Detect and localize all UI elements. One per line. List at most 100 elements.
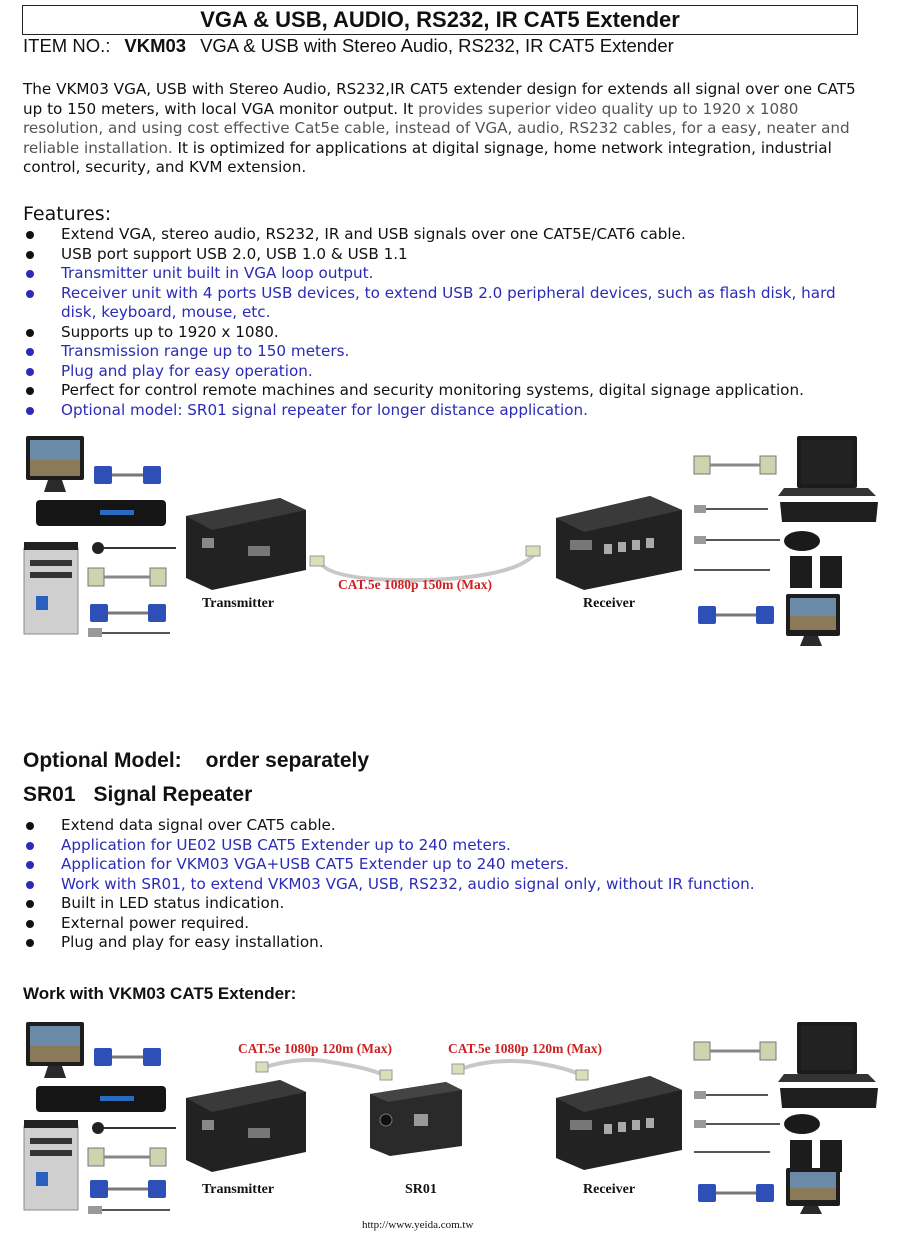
vga-cable-icon <box>698 606 774 624</box>
bullet-icon <box>26 841 34 850</box>
feature-item: Extend VGA, stereo audio, RS232, IR and … <box>23 225 873 245</box>
speakers-icon <box>790 1140 842 1172</box>
cable-length-label: CAT.5e 1080p 150m (Max) <box>338 577 492 592</box>
connection-diagram-2 <box>23 1022 878 1214</box>
sr01-repeater-icon <box>370 1082 462 1156</box>
repeater-feature-item: Application for VKM03 VGA+USB CAT5 Exten… <box>23 855 873 875</box>
intro-part-2: provides superior video quality up to 19… <box>23 99 850 157</box>
bullet-icon <box>26 250 34 259</box>
vga-cable-icon <box>90 1180 166 1198</box>
usb-cable-icon <box>694 505 768 513</box>
bullet-icon <box>26 387 34 395</box>
bullet-icon <box>26 880 34 889</box>
mouse-icon <box>784 531 820 551</box>
mouse-icon <box>784 1114 820 1134</box>
repeater-feature-item: Application for UE02 USB CAT5 Extender u… <box>23 836 873 856</box>
bullet-icon <box>26 900 34 908</box>
keyboard-icon <box>780 502 878 522</box>
repeater-feature-item: Extend data signal over CAT5 cable. <box>23 816 873 836</box>
cat5-cable-icon <box>451 1059 589 1081</box>
optional-heading-text: Optional Model: <box>23 749 182 772</box>
bullet-icon <box>26 289 34 298</box>
intro-part-1: The VKM03 VGA, USB with Stereo Audio, RS… <box>23 80 856 118</box>
audio-cable-icon <box>92 1122 176 1134</box>
usb-cable-icon <box>88 1206 170 1214</box>
speakers-icon <box>790 556 842 588</box>
receiver-label: Receiver <box>583 596 636 611</box>
transmitter-label: Transmitter <box>202 596 275 611</box>
bullet-icon <box>26 270 34 278</box>
optional-model-heading: Optional Model: order separately <box>23 749 369 773</box>
repeater-feature-item: Built in LED status indication. <box>23 894 873 914</box>
feature-text: Plug and play for easy operation. <box>61 361 313 380</box>
feature-text: Transmitter unit built in VGA loop outpu… <box>61 264 374 282</box>
vga-cable-icon <box>94 1048 161 1066</box>
lcd-monitor-icon <box>26 436 84 492</box>
repeater-feature-item: External power required. <box>23 914 873 934</box>
repeater-feature-text: Application for VKM03 VGA+USB CAT5 Exten… <box>61 855 569 873</box>
feature-text: Extend VGA, stereo audio, RS232, IR and … <box>61 225 686 243</box>
feature-text: Perfect for control remote machines and … <box>61 381 804 399</box>
rs232-cable-icon <box>87 567 167 587</box>
model-number: VKM03 <box>124 35 187 56</box>
repeater-name: Signal Repeater <box>93 783 253 806</box>
intro-part-3: It is optimized for applications at digi… <box>23 138 832 177</box>
usb-cable-icon <box>694 1120 780 1128</box>
bullet-icon <box>26 822 34 830</box>
receiver-label: Receiver <box>583 1182 636 1197</box>
transmitter-label: Transmitter <box>202 1182 275 1197</box>
repeater-feature-text: Application for UE02 USB CAT5 Extender u… <box>61 835 511 854</box>
usb-cable-icon <box>88 628 170 637</box>
lcd-monitor-icon <box>786 594 840 646</box>
feature-text: Transmission range up to 150 meters. <box>61 342 350 360</box>
feature-item: Optional model: SR01 signal repeater for… <box>23 401 873 421</box>
feature-item: Plug and play for easy operation. <box>23 362 873 382</box>
bullet-icon <box>26 919 34 928</box>
cat5-cable-icon <box>255 1058 393 1081</box>
audio-cable-icon <box>92 542 176 554</box>
item-no-label: ITEM NO.: <box>23 35 111 56</box>
feature-item: Transmitter unit built in VGA loop outpu… <box>23 264 873 284</box>
receiver-box-icon <box>556 1076 682 1170</box>
repeater-feature-text: Work with SR01, to extend VKM03 VGA, USB… <box>61 874 755 893</box>
cable-length-label-1: CAT.5e 1080p 120m (Max) <box>238 1041 392 1056</box>
lcd-monitor-icon <box>26 1022 84 1078</box>
media-player-icon <box>36 1086 166 1112</box>
vga-cable-icon <box>90 604 166 622</box>
repeater-features-list: Extend data signal over CAT5 cable. Appl… <box>23 816 873 953</box>
rs232-cable-icon <box>693 455 777 475</box>
bullet-icon <box>26 231 34 239</box>
feature-text: Optional model: SR01 signal repeater for… <box>61 400 588 419</box>
feature-item: Receiver unit with 4 ports USB devices, … <box>23 284 873 323</box>
bullet-icon <box>26 861 34 869</box>
optional-heading-note: order separately <box>205 749 370 772</box>
feature-item: Transmission range up to 150 meters. <box>23 342 873 362</box>
cat5-cable-icon <box>309 545 541 583</box>
rs232-cable-icon <box>693 1041 777 1061</box>
keyboard-icon <box>780 1088 878 1108</box>
feature-text: Receiver unit with 4 ports USB devices, … <box>61 283 836 322</box>
repeater-label: SR01 <box>405 1182 437 1197</box>
bullet-icon <box>26 939 34 947</box>
cable-length-label-2: CAT.5e 1080p 120m (Max) <box>448 1041 602 1056</box>
vga-cable-icon <box>698 1184 774 1202</box>
usb-cable-icon <box>694 1091 768 1099</box>
bullet-icon <box>26 328 34 337</box>
bullet-icon <box>26 367 34 376</box>
features-list: Extend VGA, stereo audio, RS232, IR and … <box>23 225 873 420</box>
bullet-icon <box>26 406 34 415</box>
repeater-feature-text: Plug and play for easy installation. <box>61 933 324 951</box>
features-heading: Features: <box>23 203 112 225</box>
connection-diagram-1 <box>23 436 878 646</box>
feature-text: Supports up to 1920 x 1080. <box>61 322 279 341</box>
repeater-feature-text: Built in LED status indication. <box>61 894 285 912</box>
transmitter-box-icon <box>186 498 306 590</box>
intro-paragraph: The VKM03 VGA, USB with Stereo Audio, RS… <box>23 80 863 178</box>
bullet-icon <box>26 348 34 356</box>
repeater-feature-text: External power required. <box>61 913 250 932</box>
work-with-heading: Work with VKM03 CAT5 Extender: <box>23 984 297 1003</box>
repeater-feature-text: Extend data signal over CAT5 cable. <box>61 816 336 834</box>
feature-text: USB port support USB 2.0, USB 1.0 & USB … <box>61 244 408 263</box>
